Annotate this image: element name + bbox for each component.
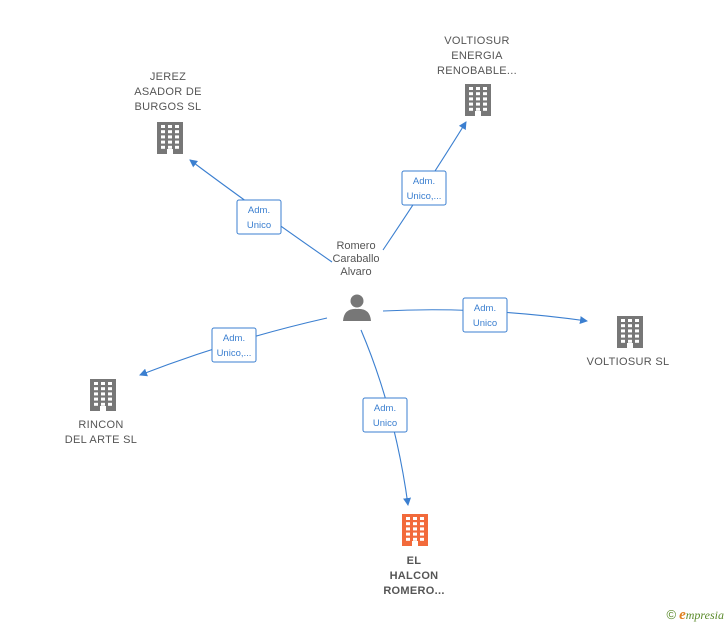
copyright-symbol: © [666, 607, 677, 622]
role-label-jerez: Adm.Unico [247, 205, 271, 231]
role-box-jerez[interactable]: Adm.Unico [236, 199, 282, 235]
footer-brand: © empresia [667, 607, 725, 624]
building-icon[interactable] [465, 84, 491, 116]
role-box-rincon[interactable]: Adm.Unico,... [211, 327, 257, 363]
building-icon[interactable] [157, 122, 183, 154]
role-label-rincon: Adm.Unico,... [217, 333, 252, 359]
building-icon[interactable] [90, 379, 116, 411]
role-label-voltiosur-sl: Adm.Unico [473, 303, 497, 329]
brand-initial: e [679, 607, 686, 623]
role-box-halcon[interactable]: Adm.Unico [362, 397, 408, 433]
building-icon[interactable] [617, 316, 643, 348]
company-label-voltiosur-sl: VOLTIOSUR SL [587, 356, 670, 368]
role-label-halcon: Adm.Unico [373, 403, 397, 429]
building-icon[interactable] [402, 514, 428, 546]
role-box-voltiosur-sl[interactable]: Adm.Unico [462, 297, 508, 333]
brand-name: mpresia [685, 608, 724, 622]
role-box-voltiosur-energia[interactable]: Adm.Unico,... [401, 170, 447, 206]
person-icon[interactable] [343, 294, 371, 322]
role-label-voltiosur-energia: Adm.Unico,... [407, 176, 442, 202]
